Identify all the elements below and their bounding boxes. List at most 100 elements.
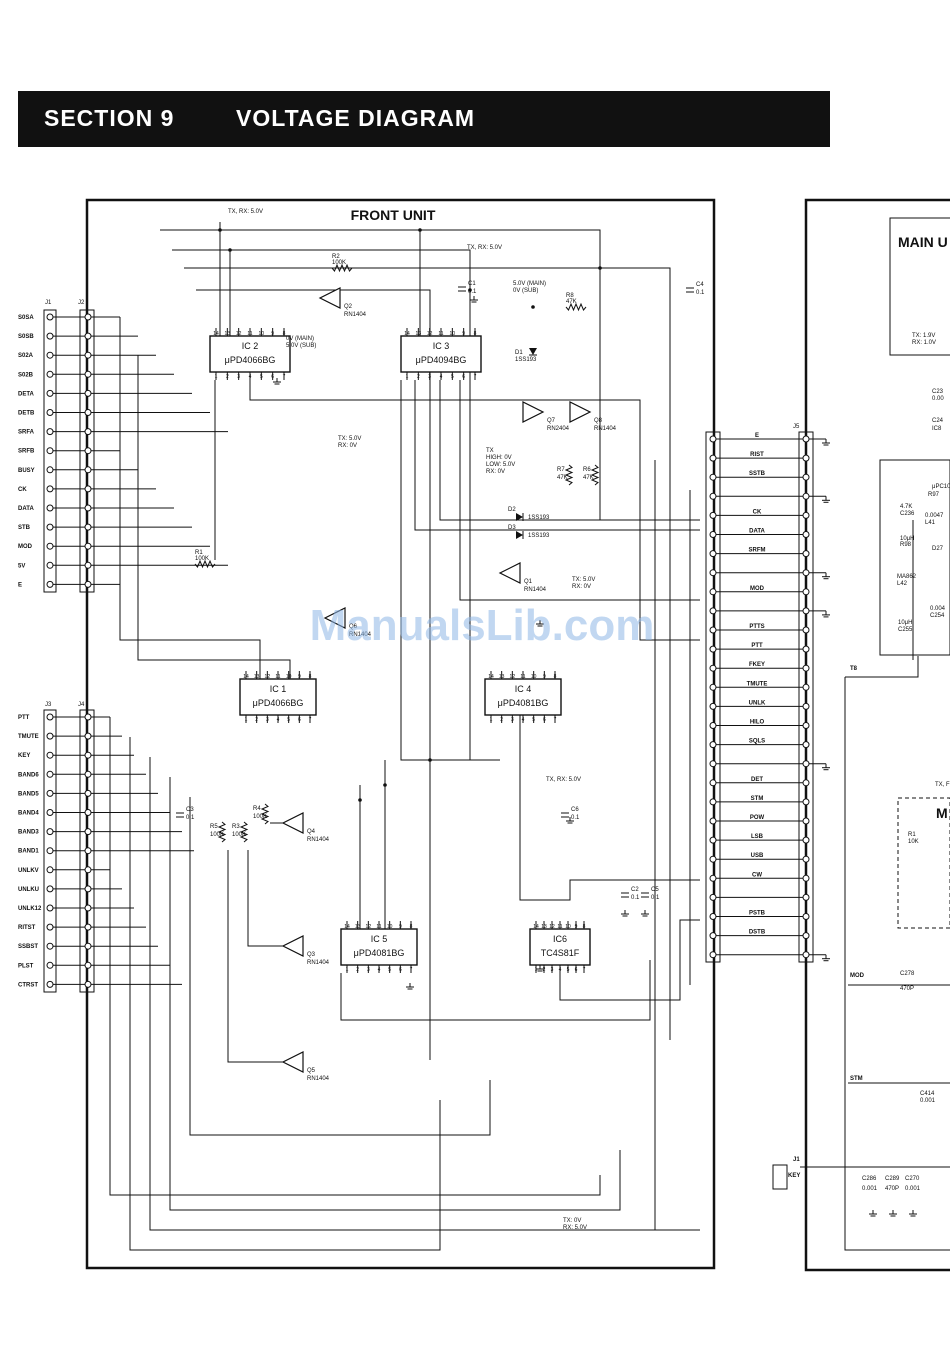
connector-pin [84, 961, 92, 969]
transistor-ref: Q1 [524, 579, 533, 585]
j1-pin-label: S0SA [18, 315, 34, 321]
connector-pin [84, 732, 92, 740]
connector-pin [802, 550, 810, 558]
bus-wire [400, 380, 500, 761]
main-wire [845, 656, 919, 678]
connector-pin [802, 531, 810, 538]
ic-ref: IC 5 [371, 934, 388, 944]
main-signal-label: T8 [850, 666, 858, 672]
resistor-symbol [331, 263, 353, 273]
diode-ref: D3 [508, 525, 516, 531]
ic-pin-number: 11 [520, 674, 525, 680]
connector-pin [709, 951, 717, 959]
ic-part: μPD4066BG [225, 355, 276, 365]
section-header-bar: SECTION 9 VOLTAGE DIAGRAM [18, 91, 830, 147]
j1-pin-label: STB [18, 525, 31, 531]
connector-pin [84, 561, 92, 569]
junction-dot [428, 758, 432, 762]
resistor-ref: R7 [557, 467, 565, 473]
j3-pin-label: BAND1 [18, 849, 39, 855]
ic-pin-number: 1 [346, 967, 349, 973]
voltage-note: TX: 5.0V [338, 436, 361, 442]
resistor-ref: R8 [566, 293, 574, 299]
connector-pin [802, 779, 810, 787]
ic-pin-number: 8 [309, 674, 312, 680]
ic-pin-number: 7 [283, 374, 286, 380]
ic-pin-number: 6 [462, 374, 465, 380]
bus-wire [247, 850, 283, 947]
ic-pin-number: 3 [428, 374, 431, 380]
cap-value: 0.1 [631, 895, 640, 901]
bus-wire [459, 380, 700, 601]
connector-pin [709, 932, 717, 940]
connector-pin [84, 389, 92, 397]
connector-pin [802, 626, 810, 634]
connector-pin [802, 893, 810, 901]
cap-value: 0.1 [651, 895, 660, 901]
connector-pin [84, 428, 92, 436]
bus-wire [196, 289, 431, 1060]
transistor-symbol [522, 401, 545, 423]
j5-pin-label: DET [751, 777, 763, 783]
connector-pin [84, 828, 92, 836]
main-part-label: D27 [932, 546, 944, 552]
j5-pin-label: SSTB [749, 471, 766, 477]
main-j1-connector [772, 1164, 788, 1190]
ic-pin-number: 9 [399, 924, 402, 930]
main-part-label: C236 [900, 511, 915, 517]
connector-pin [802, 760, 810, 768]
schematic-components [43, 198, 950, 1272]
j1-pin-label: DETA [18, 391, 35, 397]
ic-pin-number: 9 [543, 674, 546, 680]
cap-ref: C4 [696, 282, 704, 288]
ic-pin-number: 5 [532, 717, 535, 723]
j1-pin-label: DETB [18, 411, 35, 417]
ic-pin-number: 3 [237, 374, 240, 380]
connector-pin [709, 531, 717, 538]
connector-pin [46, 523, 54, 531]
ic-pin-number: 9 [298, 674, 301, 680]
j3-pin-label: RITST [18, 925, 36, 931]
cap-value: 0.1 [696, 290, 705, 296]
ic-pin-number: 12 [510, 674, 516, 680]
connector-pin [709, 569, 717, 577]
junction-dot [218, 228, 222, 232]
bus-wire [129, 737, 441, 1251]
junction-dot [418, 228, 422, 232]
ic-ref: IC 1 [270, 684, 287, 694]
cap-value: 0.1 [468, 289, 477, 295]
ic-pin-number: 13 [355, 924, 361, 930]
ic-pin-number: 12 [427, 331, 433, 337]
ic-pin-number: 11 [557, 924, 562, 930]
connector-pin [709, 817, 717, 825]
main-part-label: μPC10 [932, 484, 950, 490]
resistor-value: 100K [195, 556, 209, 562]
ic-pin-number: 11 [247, 331, 252, 337]
connector-pin [46, 847, 54, 855]
bus-wire [559, 919, 700, 1001]
main-part-label: 4.7K [900, 504, 912, 510]
connector-pin [802, 702, 810, 710]
main-part-label: C278 [900, 971, 915, 977]
connector-pin [46, 561, 54, 569]
bus-wire [137, 355, 291, 679]
j3-pin-label: PTT [18, 715, 30, 721]
schematic-wiring [53, 222, 950, 1251]
ic-pin-number: 8 [583, 924, 586, 930]
j5-pin-label: USB [751, 853, 764, 859]
connector-pin [46, 580, 54, 588]
connector-pin [46, 504, 54, 512]
connector-pin [709, 550, 717, 558]
connector-pin [802, 454, 810, 462]
voltage-note: LOW: 5.0V [486, 462, 515, 468]
voltage-note: RX: 0V [338, 443, 357, 449]
connector-pin [802, 569, 810, 577]
ic-part: μPD4081BG [354, 948, 405, 958]
transistor-part: RN1404 [349, 632, 372, 638]
junction-dot [383, 783, 387, 787]
main-part-label: L42 [897, 581, 908, 587]
main-part-label: L41 [925, 520, 936, 526]
ic-pin-number: 2 [543, 967, 546, 973]
